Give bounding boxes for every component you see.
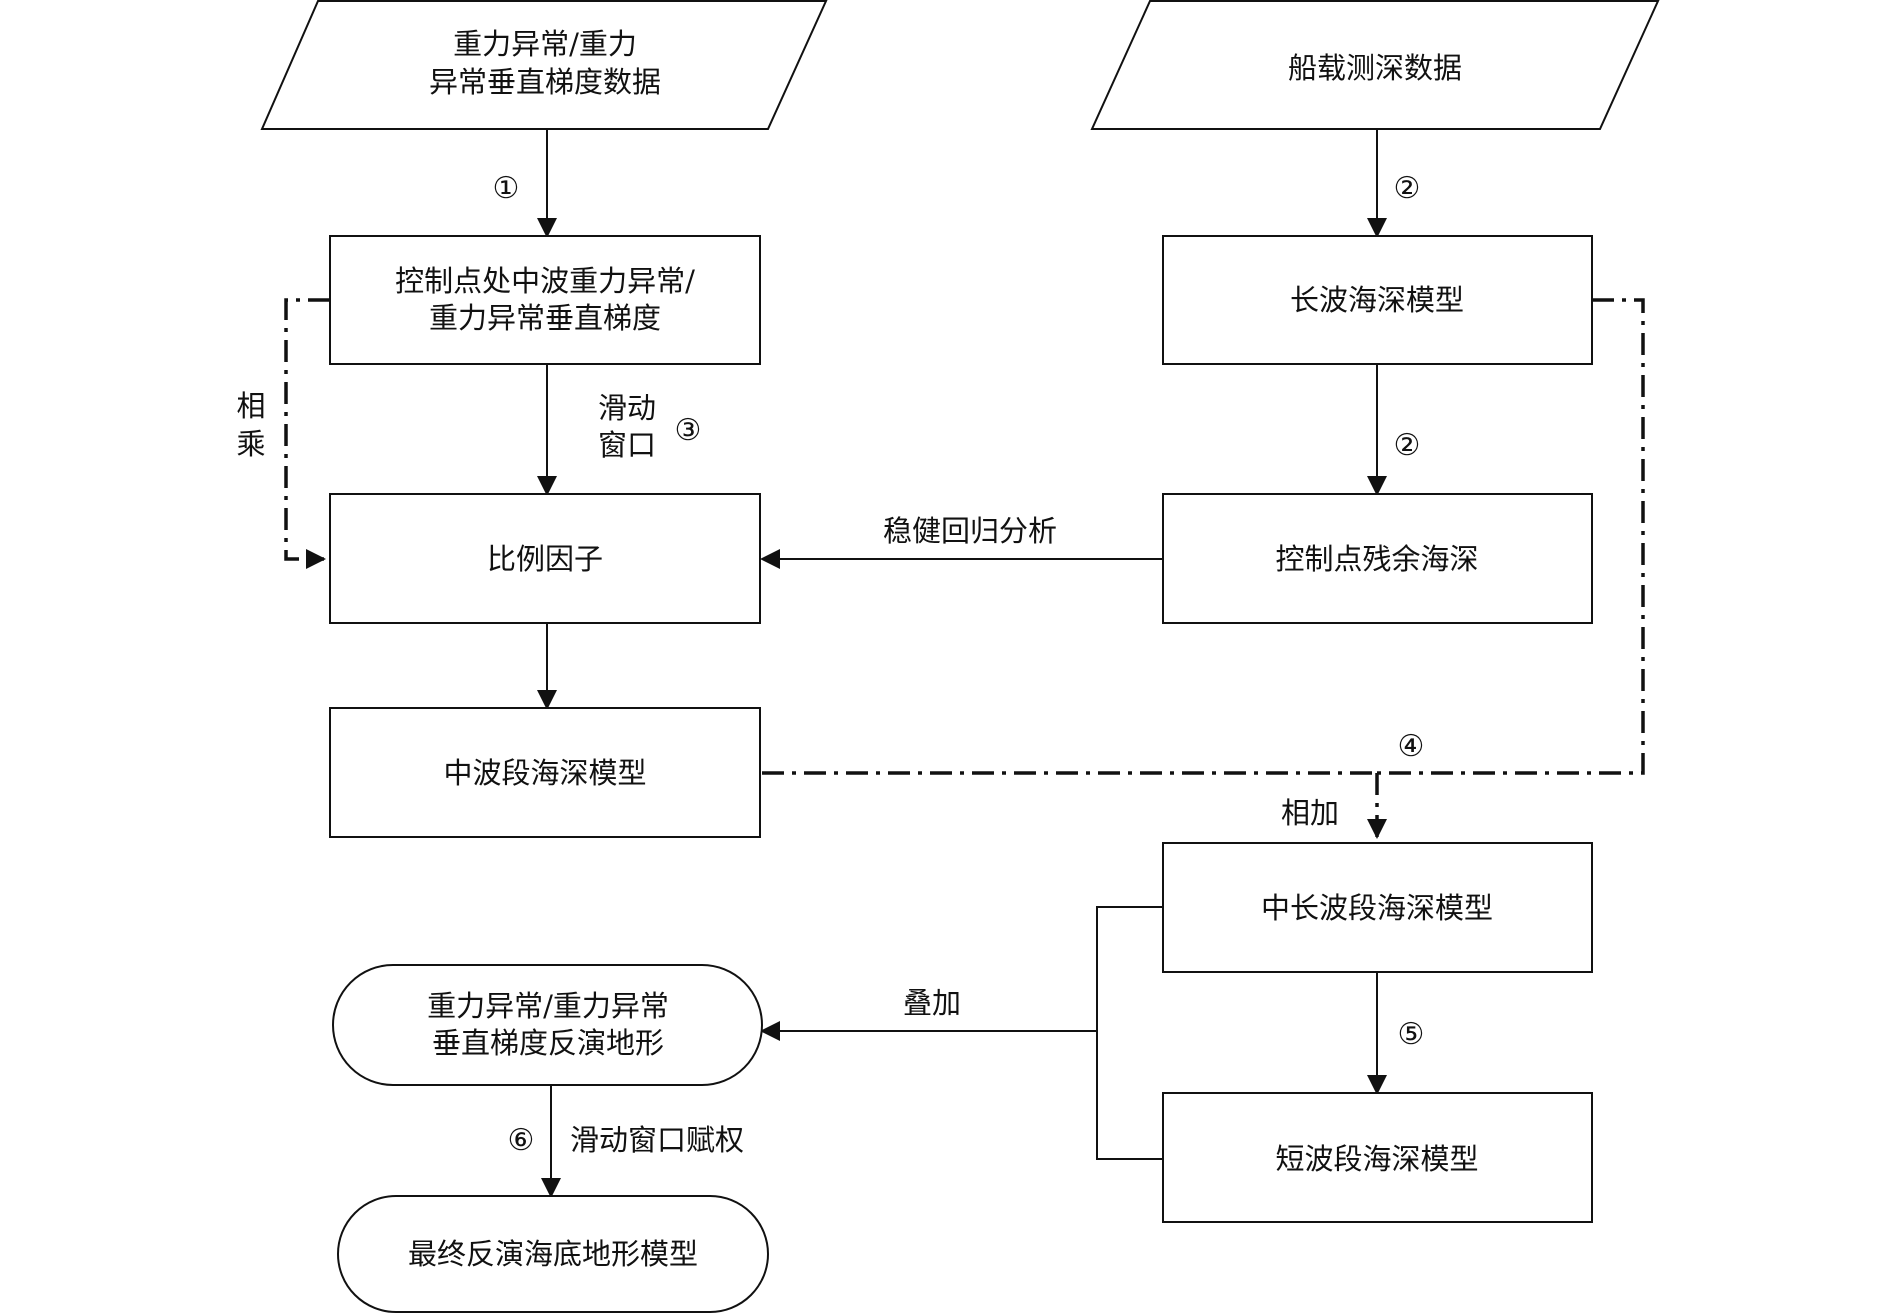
node-scale-factor-line-1: 比例因子 (487, 542, 603, 576)
edge-label-sliding-window-1: 滑动 (598, 391, 656, 425)
node-mid-long-model: 中长波段海深模型 (1162, 842, 1593, 973)
node-control-gravity: 控制点处中波重力异常/ 重力异常垂直梯度 (329, 235, 761, 365)
node-gravity-data-line-1: 重力异常/重力 (453, 27, 637, 61)
step-number-6: ⑥ (508, 1123, 535, 1158)
node-control-residual-line-1: 控制点残余海深 (1275, 542, 1478, 576)
edge-label-superpose: 叠加 (903, 986, 961, 1020)
step-number-2a: ② (1394, 171, 1421, 206)
node-control-gravity-line-2: 重力异常垂直梯度 (429, 301, 661, 335)
node-shipborne-data: 船载测深数据 (1090, 0, 1660, 130)
node-mid-wave-model-line-1: 中波段海深模型 (443, 756, 646, 790)
node-inversion-terrain-line-1: 重力异常/重力异常 (427, 989, 669, 1023)
node-mid-long-model-line-1: 中长波段海深模型 (1261, 891, 1493, 925)
step-number-3: ③ (675, 413, 702, 448)
node-gravity-data: 重力异常/重力 异常垂直梯度数据 (260, 0, 828, 130)
edge-label-weighting: 滑动窗口赋权 (570, 1123, 744, 1157)
step-number-5: ⑤ (1398, 1017, 1425, 1052)
node-shipborne-data-line-1: 船载测深数据 (1288, 51, 1462, 85)
node-inversion-terrain-line-2: 垂直梯度反演地形 (432, 1026, 664, 1060)
edge-label-add: 相加 (1281, 796, 1339, 830)
edge-label-multiply-1: 相 (236, 389, 265, 423)
node-inversion-terrain: 重力异常/重力异常 垂直梯度反演地形 (332, 964, 763, 1086)
step-number-2b: ② (1394, 428, 1421, 463)
node-mid-wave-model: 中波段海深模型 (329, 707, 761, 838)
node-short-wave-model: 短波段海深模型 (1162, 1092, 1593, 1223)
node-final-model-line-1: 最终反演海底地形模型 (408, 1237, 698, 1271)
edge-multiply-dashdot (284, 298, 330, 569)
node-long-wave-model-line-1: 长波海深模型 (1290, 283, 1464, 317)
edge-label-sliding-window-2: 窗口 (598, 428, 656, 462)
node-control-gravity-line-1: 控制点处中波重力异常/ (395, 264, 695, 298)
edge-label-robust-regression: 稳健回归分析 (883, 514, 1057, 548)
node-gravity-data-line-2: 异常垂直梯度数据 (429, 65, 661, 99)
node-scale-factor: 比例因子 (329, 493, 761, 624)
step-number-4: ④ (1398, 729, 1425, 764)
node-short-wave-model-line-1: 短波段海深模型 (1275, 1142, 1478, 1176)
edge-label-multiply-2: 乘 (236, 427, 265, 461)
edge-superpose-bracket (1096, 906, 1163, 1160)
step-number-1: ① (493, 171, 520, 206)
node-final-model: 最终反演海底地形模型 (337, 1195, 769, 1313)
node-long-wave-model: 长波海深模型 (1162, 235, 1593, 365)
node-control-residual: 控制点残余海深 (1162, 493, 1593, 624)
